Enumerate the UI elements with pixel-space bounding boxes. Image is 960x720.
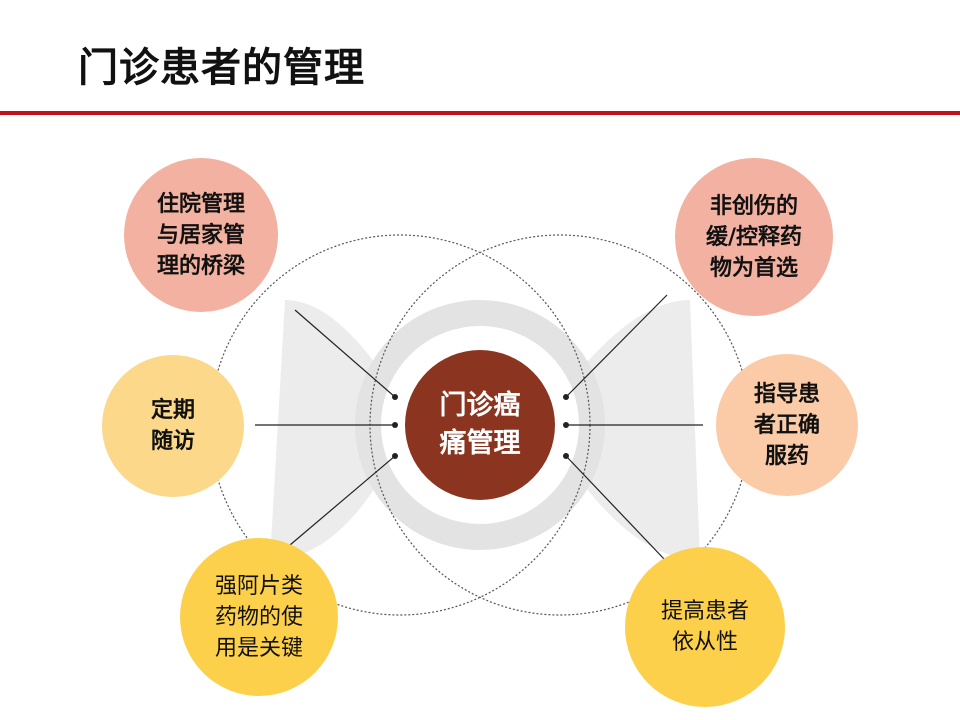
- dot-top-right: [563, 394, 569, 400]
- center-node: 门诊癌 痛管理: [405, 350, 555, 500]
- dot-mid-right: [563, 422, 569, 428]
- node-mid-left-label: 定期 随访: [150, 398, 195, 454]
- center-node-label: 门诊癌 痛管理: [439, 390, 521, 459]
- connector-top-right: [565, 294, 668, 398]
- node-top-right-label: 非创伤的 缓/控释药 物为首选: [705, 193, 803, 281]
- dot-mid-left: [392, 422, 398, 428]
- connector-bottom-left: [289, 455, 396, 546]
- connector-top-left: [294, 309, 396, 398]
- node-top-left-label: 住院管理 与居家管 理的桥梁: [156, 191, 245, 279]
- connector-dots: [392, 394, 569, 459]
- title-divider: [0, 111, 960, 115]
- dot-top-left: [392, 394, 398, 400]
- dot-bottom-left: [392, 453, 398, 459]
- page-title: 门诊患者的管理: [78, 45, 365, 91]
- connector-bottom-right: [565, 455, 666, 561]
- background-decoration: [270, 300, 700, 560]
- node-bottom-right: 提高患者 依从性: [625, 547, 785, 707]
- node-bottom-right-label: 提高患者 依从性: [660, 599, 749, 655]
- node-bottom-left-label: 强阿片类 药物的使 用是关键: [214, 573, 303, 661]
- connectors: [255, 294, 703, 561]
- node-mid-right-label: 指导患 者正确 服药: [753, 381, 820, 469]
- node-bottom-left: 强阿片类 药物的使 用是关键: [180, 538, 338, 696]
- node-top-left: 住院管理 与居家管 理的桥梁: [124, 158, 278, 312]
- node-top-right: 非创伤的 缓/控释药 物为首选: [675, 158, 833, 316]
- left-gray-band: [270, 300, 380, 560]
- node-mid-right: 指导患 者正确 服药: [716, 354, 858, 496]
- node-mid-left: 定期 随访: [102, 355, 244, 497]
- right-gray-band: [580, 300, 700, 560]
- dot-bottom-right: [563, 453, 569, 459]
